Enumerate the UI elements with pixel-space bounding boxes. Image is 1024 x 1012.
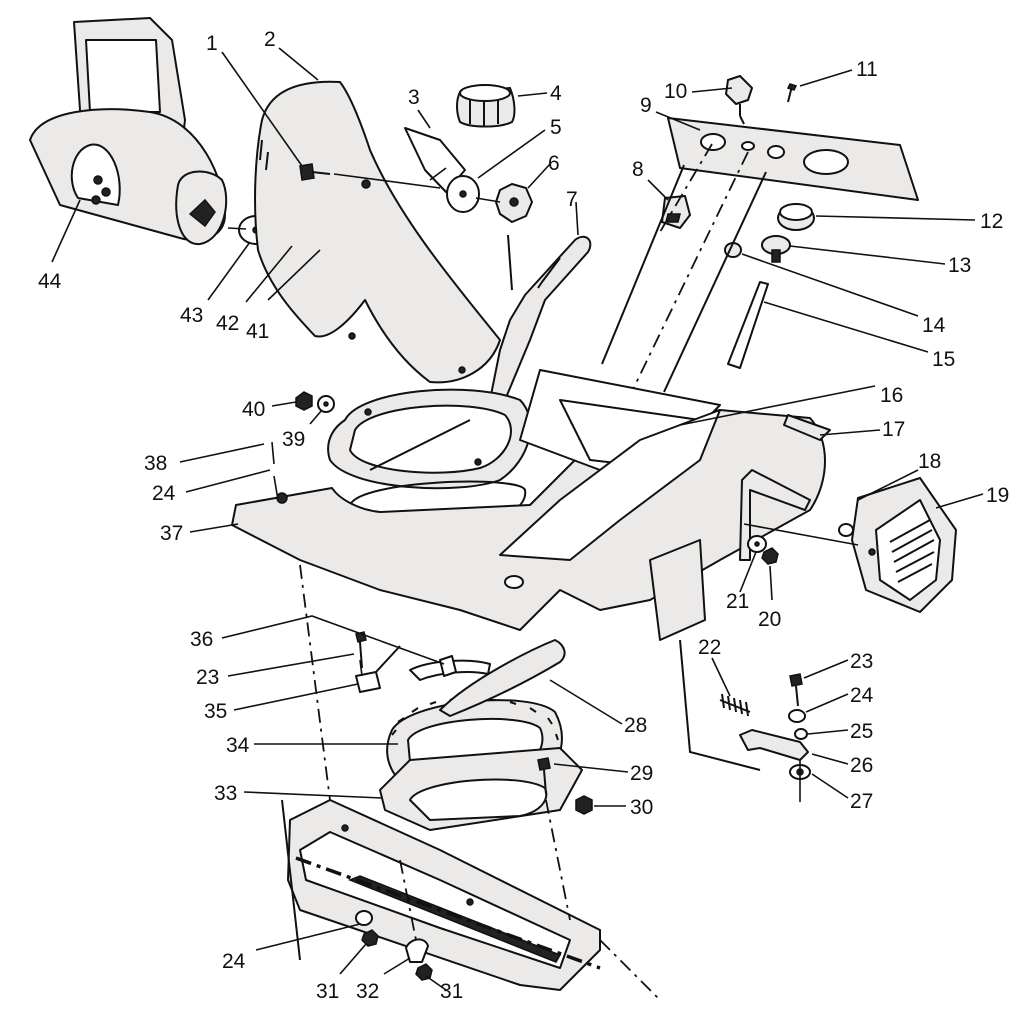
callout-2: 2	[264, 28, 276, 51]
callout-28: 28	[624, 714, 647, 737]
callout-43: 43	[180, 304, 203, 327]
callout-33: 33	[214, 782, 237, 805]
bolt-36	[439, 655, 457, 677]
callout-31-left: 31	[316, 980, 339, 1003]
callout-23-right: 23	[850, 650, 873, 673]
callout-24-right: 24	[850, 684, 874, 707]
callout-26: 26	[850, 754, 873, 777]
chute-ring-upper	[327, 388, 532, 490]
handle-cap	[456, 84, 516, 128]
nut-30	[575, 795, 593, 815]
callout-7: 7	[566, 188, 578, 211]
callout-39: 39	[282, 428, 305, 451]
screw-18	[838, 523, 854, 537]
control-panel	[667, 117, 919, 201]
headlight-assembly	[851, 477, 957, 613]
callout-12: 12	[980, 210, 1003, 233]
callout-21: 21	[726, 590, 749, 613]
leader-lines	[51, 47, 984, 991]
washer-21	[747, 535, 767, 553]
spring-22	[719, 693, 751, 717]
bolt-23-left	[355, 631, 367, 669]
callout-5: 5	[550, 116, 562, 139]
discharge-chute	[254, 80, 501, 384]
bracket-17	[739, 414, 831, 561]
callout-29: 29	[630, 762, 653, 785]
callout-18: 18	[918, 450, 941, 473]
callout-44: 44	[38, 270, 62, 293]
ignition-key	[725, 75, 753, 116]
callout-23-left: 23	[196, 666, 219, 689]
auger-housing	[287, 799, 601, 991]
callout-32: 32	[356, 980, 379, 1003]
callout-41: 41	[246, 320, 269, 343]
callout-42: 42	[216, 312, 239, 335]
washer-24-bottom	[355, 910, 373, 926]
plug-12	[777, 203, 815, 231]
callout-15: 15	[932, 348, 955, 371]
callout-36: 36	[190, 628, 213, 651]
mounting-plate-33	[379, 747, 583, 831]
bolt-23-right	[789, 673, 803, 707]
washer-25	[794, 728, 808, 740]
callout-22: 22	[698, 636, 721, 659]
washer-24-right	[788, 709, 806, 723]
primer-knob	[761, 235, 791, 263]
callout-14: 14	[922, 314, 946, 337]
chute-crank-bracket	[487, 235, 592, 421]
nut-20	[761, 547, 779, 565]
callout-4: 4	[550, 82, 562, 105]
callout-24-left: 24	[152, 482, 176, 505]
callout-25: 25	[850, 720, 873, 743]
callout-8: 8	[632, 158, 644, 181]
nut-40	[295, 391, 313, 411]
callout-16: 16	[880, 384, 903, 407]
washer-39	[317, 395, 335, 413]
callout-31-right: 31	[440, 980, 463, 1003]
callout-19: 19	[986, 484, 1009, 507]
bolt-29	[537, 757, 551, 795]
callout-9: 9	[640, 94, 652, 117]
lever-26	[739, 729, 809, 761]
callout-13: 13	[948, 254, 971, 277]
callout-3: 3	[408, 86, 420, 109]
callout-1: 1	[206, 32, 218, 55]
callout-40: 40	[242, 398, 265, 421]
callout-37: 37	[160, 522, 183, 545]
callout-34: 34	[226, 734, 250, 757]
callout-24-bottom: 24	[222, 950, 246, 973]
callout-27: 27	[850, 790, 873, 813]
callout-6: 6	[548, 152, 560, 175]
callout-17: 17	[882, 418, 905, 441]
callout-11: 11	[856, 58, 878, 81]
washer-5	[446, 175, 480, 213]
callout-labels: 1 2 3 4 5 6 7 8 9 10 11 12 13 14 15 16 1…	[38, 28, 1009, 1003]
callout-10: 10	[664, 80, 687, 103]
bolt-1	[299, 163, 331, 181]
callout-30: 30	[630, 796, 653, 819]
bracket-35	[355, 645, 401, 693]
callout-38: 38	[144, 452, 167, 475]
callout-20: 20	[758, 608, 781, 631]
deflector-hood	[29, 17, 228, 246]
bracket-32	[405, 938, 429, 963]
callout-35: 35	[204, 700, 227, 723]
nut-31-left	[361, 929, 379, 947]
lock-plate-6	[495, 183, 533, 223]
